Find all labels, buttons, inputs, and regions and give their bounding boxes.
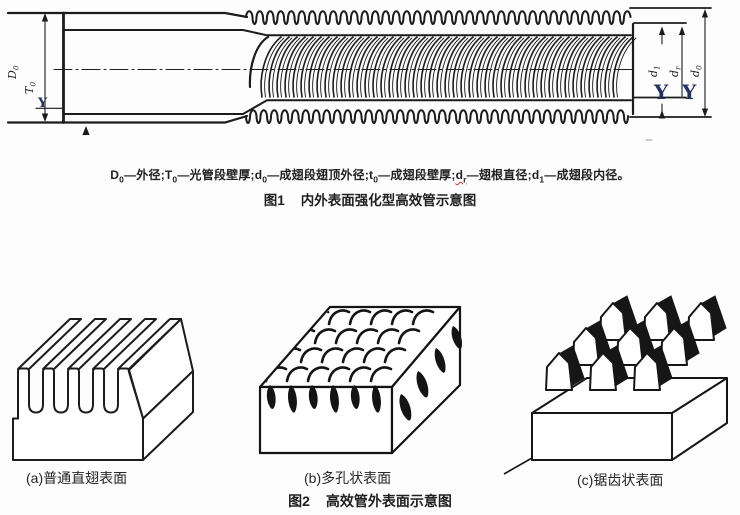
legend-symbol: d0 [254,168,268,185]
subfigure-a-label: (a)普通直翅表面 [26,470,128,486]
figure2-caption-title: 高效管外表面示意图 [325,493,452,509]
legend-symbol: D0 [110,168,125,185]
dim-label-dr: dr [668,66,683,77]
porous-surface-drawing [258,305,463,455]
section-label-Y-left: Y [37,96,48,111]
legend-symbol: T0 [164,168,178,185]
dim-label-d1: d1 [647,65,662,77]
figure2-caption: 图2 高效管外表面示意图 [0,491,740,511]
figure1-caption: 图1 内外表面强化型高效管示意图 [0,189,740,209]
wall-label-T0: T0 [23,82,38,94]
sawtooth-surface-drawing [503,295,728,475]
tube-diagram: D0 T0 d1 dr d0 Y Y Y [6,7,712,141]
figure1-caption-title: 内外表面强化型高效管示意图 [300,193,477,208]
subfigure-b-label: (b)多孔状表面 [304,470,392,486]
dimension-arrowheads [41,9,709,135]
dim-label-d0: d0 [689,65,704,77]
figure1-legend: D0—外径;T0—光管段壁厚;d0—成翅段翅顶外径;t0—成翅段壁厚;dr—翅根… [110,168,630,185]
legend-symbol: t0 [369,168,379,185]
figure2-caption-number: 图2 [288,493,310,509]
section-label-Y-right-2: Y [681,80,697,104]
legend-symbol: dr [455,168,467,185]
section-label-Y-right-1: Y [653,80,669,104]
figure1-caption-number: 图1 [263,193,285,208]
legend-symbol: d1 [531,168,545,185]
section-arrow-left [82,126,90,135]
dim-label-D0: D0 [6,65,21,80]
straight-fin-surface-drawing [12,318,194,461]
subfigure-c-label: (c)锯齿状表面 [577,472,664,488]
